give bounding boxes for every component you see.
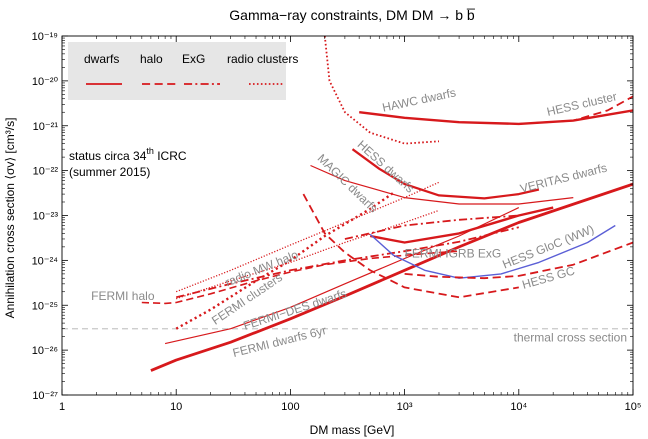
series-curve-2 — [141, 250, 460, 305]
series-curve-0 — [150, 182, 633, 372]
series-curve-7 — [344, 214, 519, 240]
thermal-reference-label: thermal cross section — [514, 331, 627, 345]
chart-title: Gamma−ray constraints, DM DM → b b̅ — [229, 7, 476, 23]
series-curve-5 — [175, 209, 440, 300]
series-curve-4 — [175, 181, 440, 293]
curve-label-6: FERMI IGRB ExG — [405, 247, 502, 261]
x-tick-label-1: 10 — [170, 401, 182, 413]
status-note-line2: (summer 2015) — [69, 165, 150, 179]
y-tick-label-7: 10⁻²⁰ — [32, 76, 59, 88]
x-tick-label-0: 1 — [59, 401, 65, 413]
y-tick-label-1: 10⁻²⁶ — [32, 345, 58, 357]
y-tick-label-4: 10⁻²³ — [33, 211, 59, 223]
curve-label-15: HESS GloC (WW) — [500, 222, 596, 271]
series-curve-1 — [164, 207, 520, 345]
y-axis-title: Annihilation cross section ⟨σv⟩ [cm³/s] — [3, 118, 17, 319]
series-curve-12 — [359, 109, 633, 126]
y-tick-label-0: 10⁻²⁷ — [32, 390, 58, 402]
x-tick-label-5: 10⁵ — [625, 401, 642, 413]
y-tick-label-6: 10⁻²¹ — [33, 121, 59, 133]
series-curve-3 — [175, 191, 395, 330]
series-curve-6 — [175, 226, 520, 299]
series-curve-16 — [404, 241, 633, 280]
series-curve-9 — [302, 193, 519, 299]
y-tick-label-3: 10⁻²⁴ — [32, 255, 59, 267]
x-axis-title: DM mass [GeV] — [310, 423, 395, 437]
y-tick-label-5: 10⁻²² — [33, 166, 59, 178]
curve-label-12: HAWC dwarfs — [381, 85, 457, 114]
curve-label-11: VERITAS dwarfs — [519, 161, 609, 196]
legend-entry-3: radio clusters — [227, 52, 298, 66]
y-tick-label-2: 10⁻²⁵ — [32, 300, 58, 312]
x-tick-label-4: 10⁴ — [510, 401, 527, 413]
legend-box — [68, 42, 286, 100]
curve-label-16: HESS GC — [520, 263, 576, 291]
series-curve-15 — [369, 224, 616, 279]
x-tick-label-2: 100 — [281, 401, 299, 413]
series-curve-11 — [310, 164, 574, 205]
legend-entry-1: halo — [140, 52, 163, 66]
curve-label-10: HESS dwarfs — [355, 137, 417, 195]
series-curve-8 — [369, 206, 554, 244]
curve-label-2: FERMI halo — [91, 289, 155, 303]
series-curve-10 — [351, 148, 540, 200]
x-tick-label-3: 10³ — [397, 401, 413, 413]
legend-entry-0: dwarfs — [84, 52, 119, 66]
series-curve-13 — [518, 95, 633, 125]
status-note-line1: status circa 34th ICRC — [69, 146, 187, 163]
y-tick-label-8: 10⁻¹⁹ — [32, 31, 58, 43]
series-curve-14 — [323, 36, 440, 145]
legend-entry-2: ExG — [182, 52, 205, 66]
